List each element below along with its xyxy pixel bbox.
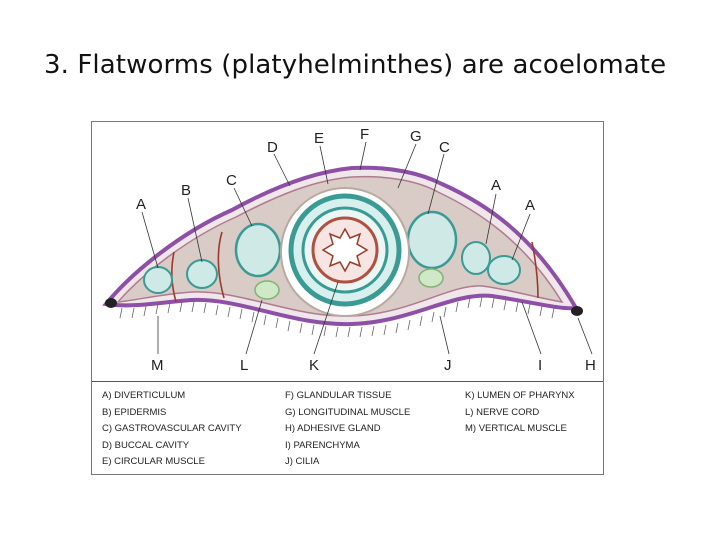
flatworm-cross-section-figure: A B C D E F G C A A M L K J I H A) DIVER… xyxy=(91,121,604,475)
label-j: J xyxy=(444,357,452,374)
legend-item: D) BUCCAL CAVITY xyxy=(102,439,190,451)
legend-column-3: K) LUMEN OF PHARYNX L) NERVE CORD M) VER… xyxy=(465,388,575,438)
legend-item: M) VERTICAL MUSCLE xyxy=(465,423,567,434)
legend-column-1: A) DIVERTICULUM B) EPIDERMIS C) GASTROVA… xyxy=(102,388,242,471)
label-i: I xyxy=(538,357,542,374)
label-a2: A xyxy=(491,177,501,194)
legend-item: E) CIRCULAR MUSCLE xyxy=(102,456,205,467)
nerve-cord-right xyxy=(418,268,444,288)
label-h: H xyxy=(585,357,596,374)
diverticulum-1 xyxy=(143,266,173,294)
label-l: L xyxy=(240,357,248,374)
legend-item: F) GLANDULAR TISSUE xyxy=(285,390,392,401)
legend-item: B) EPIDERMIS xyxy=(102,406,167,418)
legend-item: K) LUMEN OF PHARYNX xyxy=(465,390,575,401)
legend-item: C) GASTROVASCULAR CAVITY xyxy=(102,423,242,434)
diverticulum-3 xyxy=(234,222,282,278)
legend-divider xyxy=(92,381,603,382)
adhesive-gland-right xyxy=(571,306,583,316)
legend-item: I) PARENCHYMA xyxy=(285,439,360,451)
label-a1: A xyxy=(136,196,146,213)
diverticulum-5 xyxy=(461,241,491,275)
legend-item: G) LONGITUDINAL MUSCLE xyxy=(285,406,411,418)
label-e: E xyxy=(314,130,324,147)
label-f: F xyxy=(360,126,369,143)
label-c1: C xyxy=(226,172,237,189)
legend-item: H) ADHESIVE GLAND xyxy=(285,423,381,434)
legend-item: A) DIVERTICULUM xyxy=(102,390,186,401)
nerve-cord-left xyxy=(254,280,280,300)
lumen-of-pharynx xyxy=(321,227,369,273)
diverticulum-2 xyxy=(186,259,218,289)
legend-column-2: F) GLANDULAR TISSUE G) LONGITUDINAL MUSC… xyxy=(285,388,410,471)
cilia xyxy=(119,296,555,338)
adhesive-gland-left xyxy=(105,298,117,308)
label-m: M xyxy=(151,357,164,374)
label-k: K xyxy=(309,357,319,374)
slide-title: 3. Flatworms (platyhelminthes) are acoel… xyxy=(44,50,667,80)
label-b: B xyxy=(181,182,191,199)
label-a3: A xyxy=(525,197,535,214)
legend-item: L) NERVE CORD xyxy=(465,406,540,418)
label-g: G xyxy=(410,128,422,145)
diverticulum-6 xyxy=(487,255,521,285)
label-pointers xyxy=(141,141,593,355)
legend-item: J) CILIA xyxy=(285,456,320,467)
label-c2: C xyxy=(439,139,450,156)
label-d: D xyxy=(267,139,278,156)
cross-section-diagram: A B C D E F G C A A M L K J I H xyxy=(102,126,596,374)
diverticulum-4 xyxy=(406,210,458,270)
